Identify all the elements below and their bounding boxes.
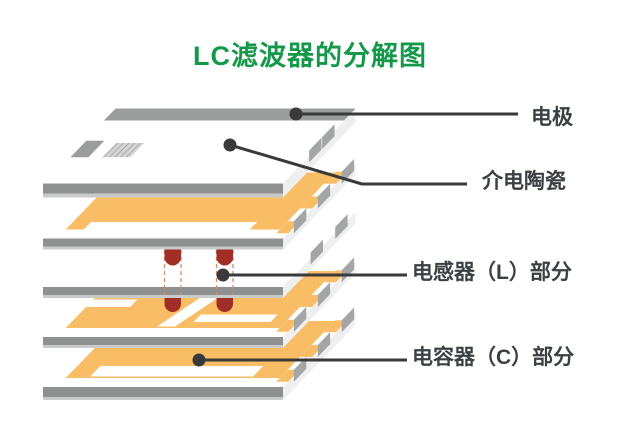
callout-dot: [289, 107, 303, 121]
plate-end-face: [283, 312, 356, 400]
leader-line-dielectric: [229, 143, 467, 186]
callout-label-inductor-section: 电感器（L）部分: [412, 261, 572, 284]
terminal-mark: [293, 208, 307, 234]
via-guides: [163, 250, 234, 295]
plate-bottom-strip: [43, 345, 283, 348]
edge-tab: [300, 345, 324, 357]
edge-tab: [276, 369, 300, 382]
edge-tab: [323, 320, 348, 333]
terminal-mark: [309, 137, 322, 163]
pattern-gap: [82, 222, 257, 231]
plate-front-face: [43, 387, 283, 397]
callout-label-capacitor-section: 电容器（C）部分: [412, 346, 575, 369]
edge-tab: [300, 196, 324, 209]
terminal-mark: [293, 306, 307, 332]
terminal-mark: [317, 183, 331, 209]
plate-bottom-strip: [43, 193, 283, 198]
callout-dots: [192, 107, 303, 367]
plate-bottom-strip: [43, 246, 283, 250]
plate-end-face: [283, 108, 356, 198]
pattern-gap: [86, 299, 138, 307]
plate-front-face: [43, 238, 283, 247]
terminal-mark: [341, 307, 355, 333]
callout-lines: [199, 112, 518, 362]
callout-label-dielectric-ceramic: 介电陶瓷: [482, 170, 566, 193]
plate-top-surface: [43, 108, 356, 184]
callout-dot: [216, 268, 230, 282]
terminal-mark: [317, 332, 331, 357]
figure-title: LC滤波器的分解图: [193, 41, 427, 71]
edge-tab: [276, 221, 300, 234]
hatched-electrode-pad: [102, 143, 145, 158]
callout-dot: [223, 138, 237, 152]
plate-front-face: [43, 183, 283, 194]
plate-front-face: [43, 337, 283, 345]
terminal-mark: [317, 282, 331, 307]
edge-tab: [300, 295, 324, 307]
callout-label-electrode: 电极: [531, 106, 573, 129]
terminal-mark: [322, 124, 335, 149]
pattern-gap: [157, 292, 227, 327]
plate-bottom-strip: [43, 295, 283, 298]
callout-dot: [192, 353, 206, 367]
terminal-mark: [310, 239, 323, 265]
plate-front-face: [43, 287, 283, 295]
edge-tab: [276, 319, 300, 332]
plate-1-cover-sheet: [43, 108, 356, 198]
terminal-mark: [70, 140, 105, 158]
plate-bottom-strip: [43, 397, 283, 400]
terminal-mark: [293, 356, 307, 382]
terminal-mark: [335, 214, 348, 239]
pattern-gap: [90, 366, 264, 377]
pattern-gap: [193, 314, 278, 322]
